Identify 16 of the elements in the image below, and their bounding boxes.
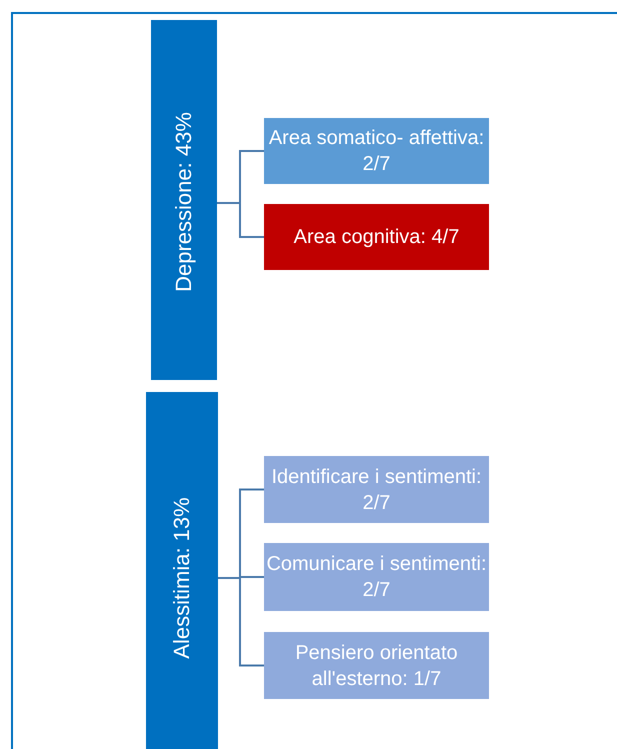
subcategory-box: [264, 118, 489, 184]
subcategory-box: [264, 456, 489, 523]
subcategory-box: [264, 632, 489, 699]
subcategory-label: Area cognitiva: 4/7: [294, 225, 460, 250]
subcategory-label: Pensiero orientato all'esterno: 1/7: [294, 640, 459, 692]
subcategory-label: Area somatico- affettiva: 2/7: [268, 126, 486, 177]
category-label: Alessitimia: 13%: [169, 497, 194, 659]
tree-connector: [217, 202, 264, 238]
subcategory-box: [264, 543, 489, 611]
category-bar: [151, 20, 217, 380]
category-label: Depressione: 43%: [171, 112, 196, 292]
subcategory-label: Identificare i sentimenti: 2/7: [270, 464, 483, 516]
subcategory-label: Comunicare i sentimenti: 2/7: [266, 552, 487, 603]
tree-connector: [218, 577, 264, 666]
subcategory-box: [264, 204, 489, 270]
category-bar: [146, 392, 218, 749]
